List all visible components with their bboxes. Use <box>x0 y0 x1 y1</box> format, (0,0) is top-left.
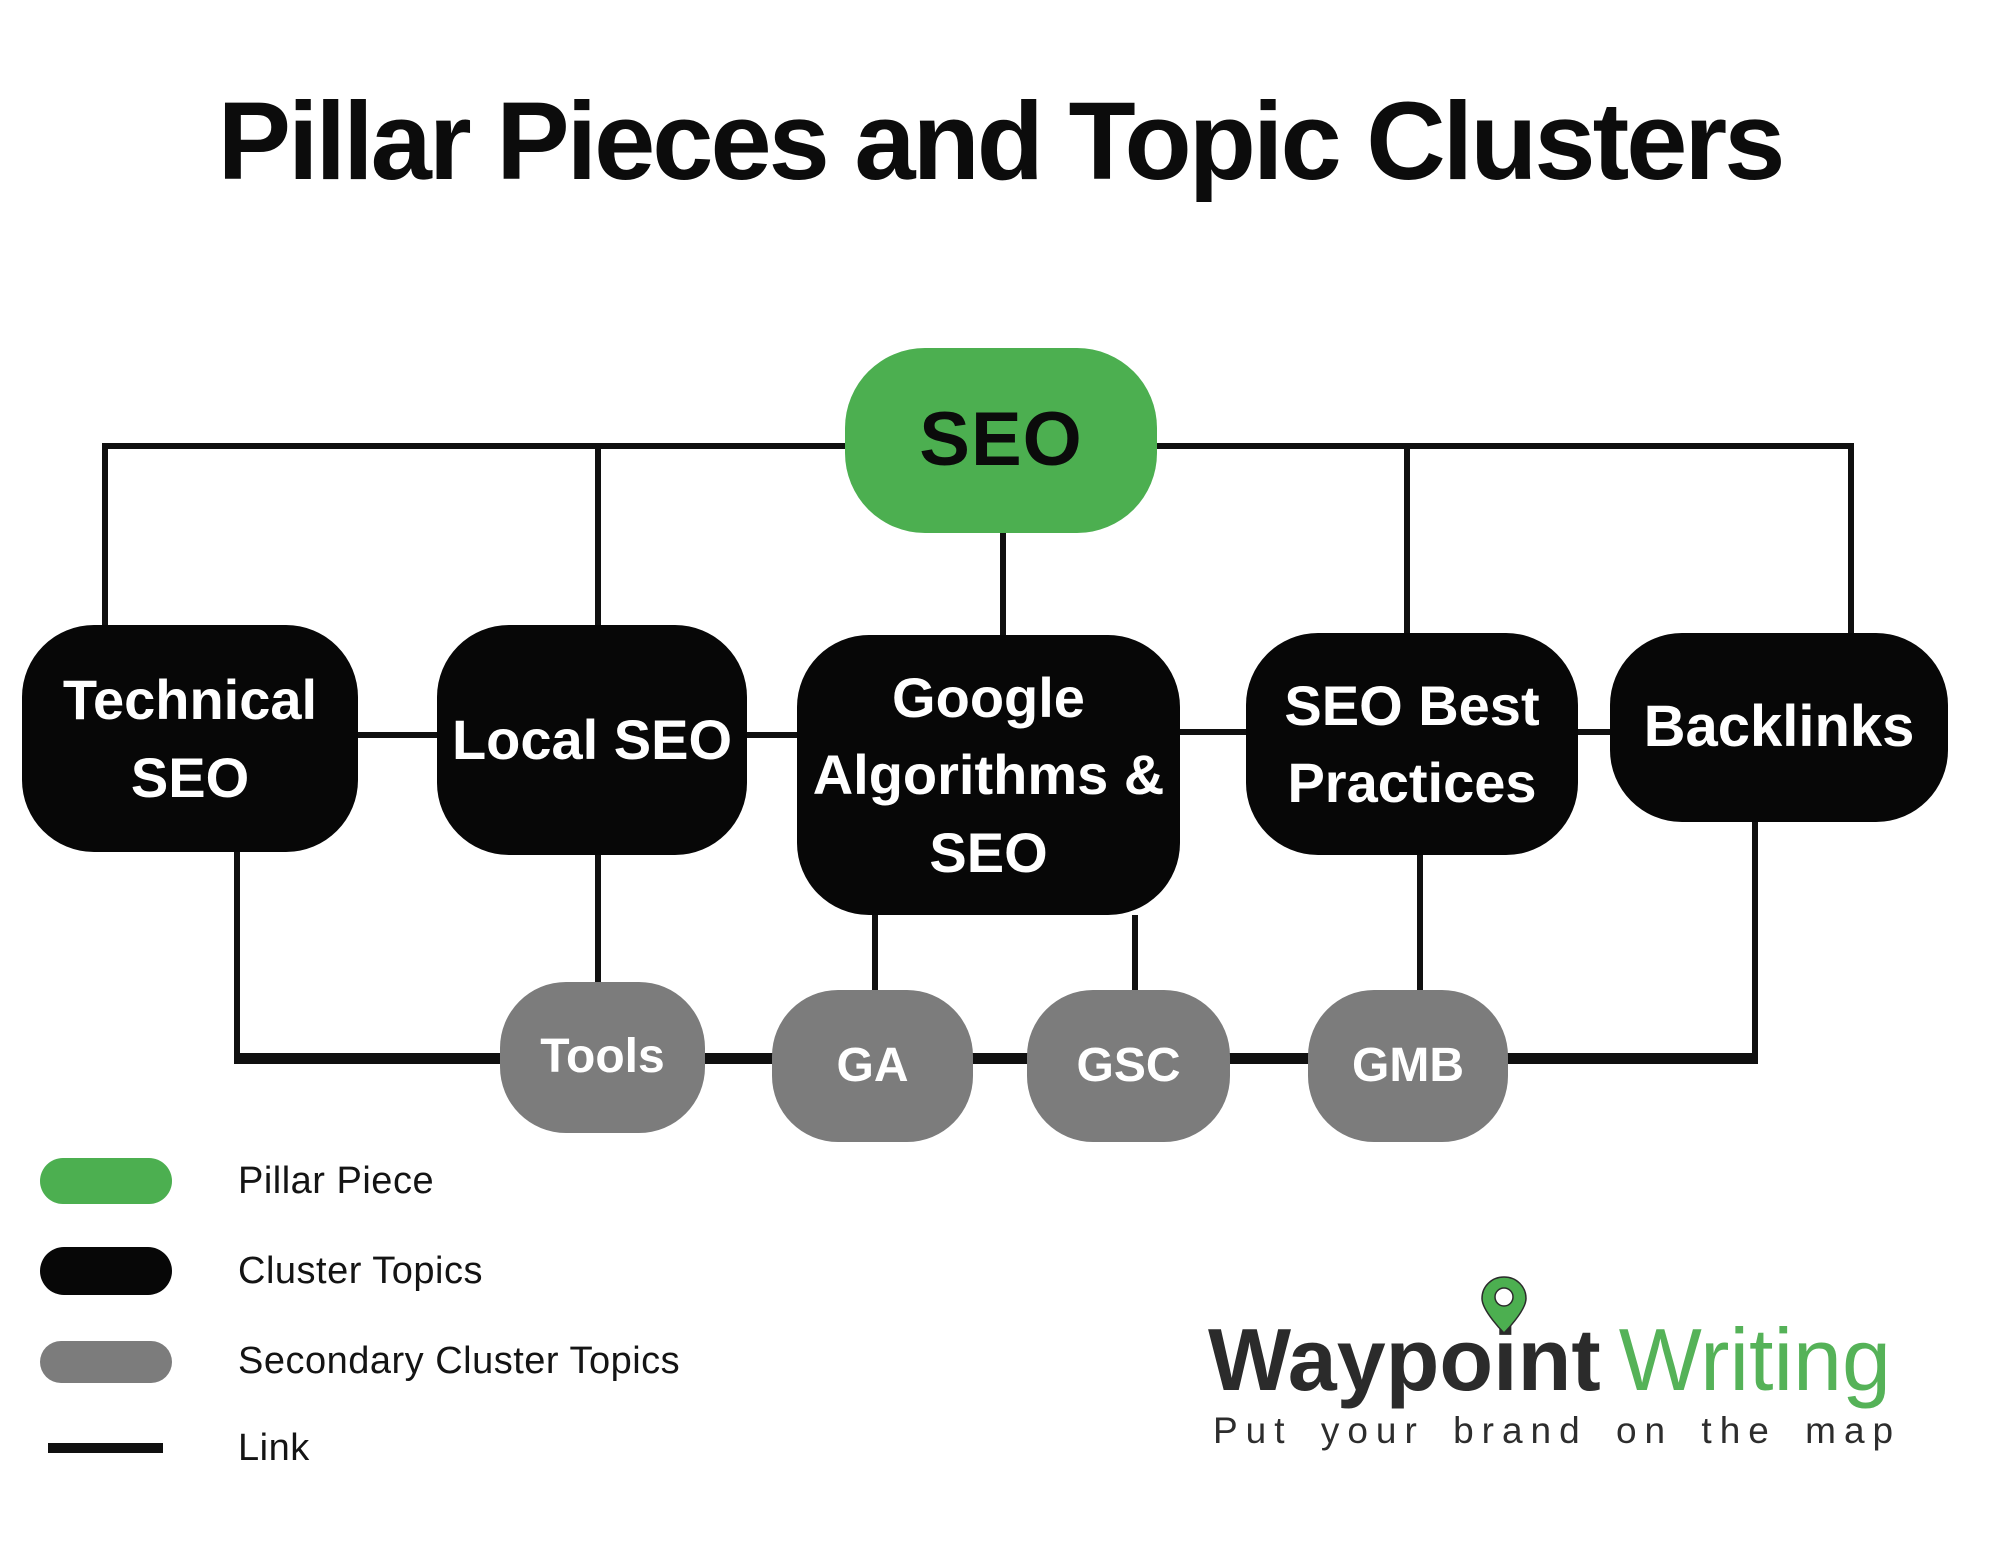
connector-local-google <box>747 732 797 738</box>
node-gmb: GMB <box>1308 990 1508 1142</box>
legend-label-link: Link <box>238 1426 310 1469</box>
page-title: Pillar Pieces and Topic Clusters <box>217 80 1786 203</box>
legend-item-secondary: Secondary Cluster Topics <box>40 1340 680 1383</box>
connector-google-gsc <box>1132 915 1138 993</box>
node-gsc: GSC <box>1027 990 1230 1142</box>
logo-tagline: Put your brand on the map <box>1213 1410 1902 1451</box>
connector-seobest-backlinks <box>1578 729 1610 735</box>
connector-technical-bottom <box>234 852 240 1058</box>
connector-bottom-rail <box>234 1053 1758 1064</box>
node-seo: SEO <box>845 348 1157 533</box>
legend-item-pillar: Pillar Piece <box>40 1158 434 1204</box>
connector-drop-technical <box>102 443 108 625</box>
connector-drop-local <box>595 443 601 625</box>
legend-item-cluster: Cluster Topics <box>40 1247 483 1295</box>
connector-seo-google <box>1000 533 1006 635</box>
connector-seobest-gmb <box>1417 855 1423 993</box>
connector-technical-local <box>358 732 437 738</box>
connector-top-left <box>102 443 845 449</box>
connector-drop-seo-best <box>1404 443 1410 633</box>
legend-label-cluster: Cluster Topics <box>238 1249 483 1292</box>
node-tools: Tools <box>500 982 705 1133</box>
legend-swatch-cluster <box>40 1247 172 1295</box>
connector-local-tools <box>595 855 601 985</box>
node-ga: GA <box>772 990 973 1142</box>
connector-backlinks-bottom <box>1752 822 1758 1058</box>
node-local-seo: Local SEO <box>437 625 747 855</box>
node-backlinks: Backlinks <box>1610 633 1948 822</box>
logo-writing: Writing <box>1618 1310 1891 1409</box>
legend-label-pillar: Pillar Piece <box>238 1159 435 1202</box>
node-technical-seo: Technical SEO <box>22 625 358 852</box>
logo-waypoint: Waypoint <box>1208 1310 1601 1409</box>
node-seo-best-practices: SEO Best Practices <box>1246 633 1578 855</box>
map-pin-icon <box>1481 1276 1527 1334</box>
connector-google-ga <box>872 915 878 993</box>
connector-drop-backlinks <box>1848 443 1854 633</box>
legend-item-link: Link <box>40 1427 310 1469</box>
legend-swatch-secondary <box>40 1340 172 1383</box>
node-google-algorithms-seo: Google Algorithms & SEO <box>797 635 1180 915</box>
legend-swatch-link <box>48 1443 163 1453</box>
connector-top-right <box>1157 443 1854 449</box>
legend-label-secondary: Secondary Cluster Topics <box>238 1340 681 1382</box>
connector-google-seobest <box>1180 729 1246 735</box>
legend-swatch-pillar <box>40 1158 172 1204</box>
